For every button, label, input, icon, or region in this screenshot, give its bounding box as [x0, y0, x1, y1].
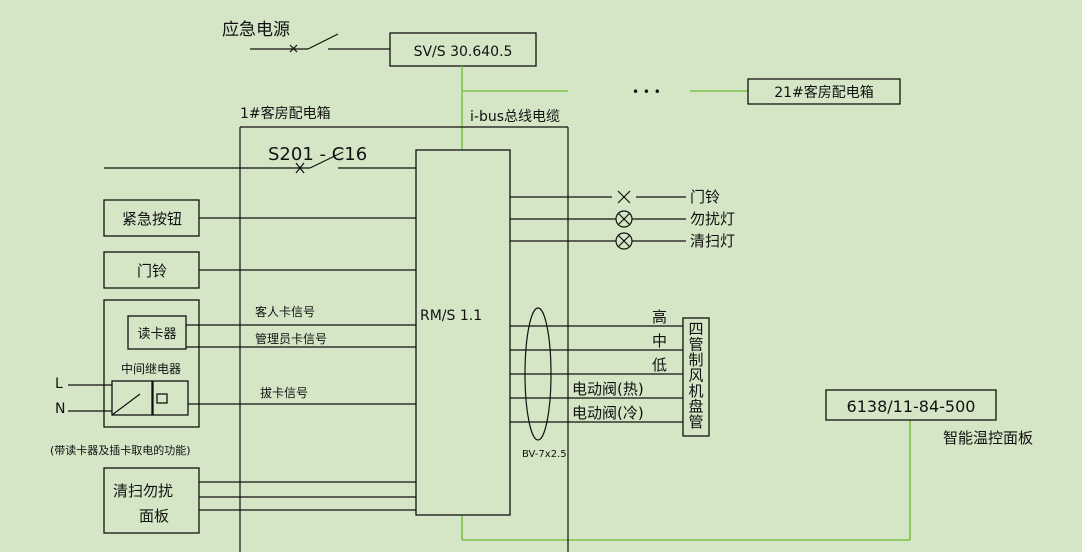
relay-symbol [111, 380, 189, 416]
fan-high-label: 高 [652, 308, 667, 326]
valve-hot-label: 电动阀(热) [572, 380, 644, 398]
admin-card-label: 管理员卡信号 [255, 331, 327, 346]
fan-coil-char: 风 [688, 367, 703, 385]
fan-low-label: 低 [652, 356, 667, 374]
fan-coil-char: 机 [688, 382, 703, 400]
line-L-label: L [55, 376, 63, 392]
ellipsis-dots: • • • [632, 85, 661, 99]
fan-coil-wires [510, 307, 683, 441]
breaker-label: S201 - C16 [268, 144, 367, 165]
thermostat-name-label: 智能温控面板 [943, 429, 1033, 447]
sv-module-box [389, 32, 537, 67]
fan-mid-label: 中 [652, 332, 667, 350]
doorbell-right-label: 门铃 [690, 188, 720, 206]
valve-cold-label: 电动阀(冷) [572, 404, 644, 422]
emergency-power-label: 应急电源 [222, 20, 290, 40]
relay-label: 中间继电器 [121, 361, 181, 376]
doorbell-left-label: 门铃 [137, 262, 167, 280]
room21-box [747, 78, 901, 105]
clean-lamp-label: 清扫灯 [690, 232, 735, 250]
rm-module-box [415, 149, 511, 516]
clean-panel-wires [199, 481, 416, 511]
fan-coil-char: 管 [688, 413, 703, 431]
guest-card-label: 客人卡信号 [255, 304, 315, 319]
room1-box-outline [239, 126, 569, 552]
room1-box-label: 1#客房配电箱 [240, 105, 331, 122]
dnd-lamp-symbol [510, 210, 686, 228]
line-N-label: N [55, 401, 65, 417]
card-reader-unit-box [103, 299, 200, 428]
clean-panel-label-line2: 面板 [139, 507, 169, 525]
emergency-power-switch [250, 33, 390, 53]
fan-coil-box [682, 317, 710, 437]
fan-coil-char: 制 [688, 351, 703, 369]
bus-lines [461, 66, 911, 541]
fan-coil-char: 盘 [688, 398, 703, 416]
doorbell-right-symbol [510, 190, 686, 204]
sv-module-label: SV/S 30.640.5 [414, 44, 513, 60]
clean-lamp-symbol [510, 232, 686, 250]
clean-panel-label-line1: 清扫勿扰 [113, 482, 173, 500]
emergency-button-label: 紧急按钮 [122, 210, 182, 228]
cable-spec-label: BV-7x2.5 [522, 449, 567, 460]
thermostat-box [825, 389, 997, 421]
pull-card-label: 拔卡信号 [260, 385, 308, 400]
fan-coil-char: 四 [688, 320, 703, 338]
thermostat-model-label: 6138/11-84-500 [847, 397, 976, 416]
bus-cable-label: i-bus总线电缆 [470, 109, 560, 125]
card-reader-note: (带读卡器及插卡取电的功能) [50, 443, 191, 457]
card-reader-label: 读卡器 [137, 327, 176, 342]
fan-coil-char: 管 [688, 336, 703, 354]
rm-module-label: RM/S 1.1 [420, 308, 482, 324]
card-reader-box [127, 315, 187, 350]
breaker-switch [104, 151, 416, 174]
clean-panel-box [103, 467, 200, 534]
room21-box-label: 21#客房配电箱 [774, 84, 874, 101]
dnd-lamp-label: 勿扰灯 [690, 210, 735, 228]
